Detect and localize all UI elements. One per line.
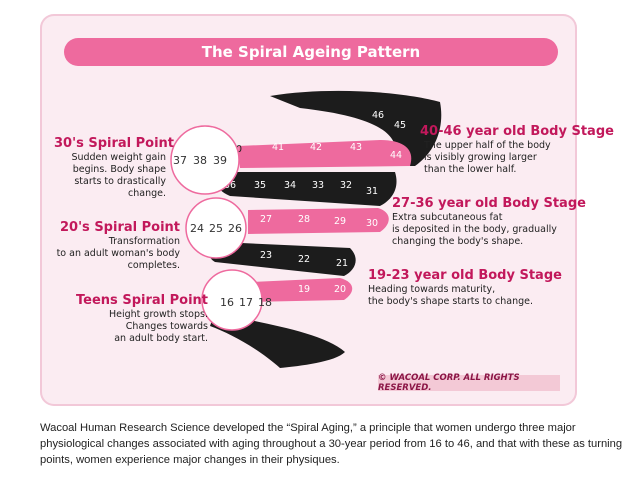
body-stage-title-30s: 27-36 year old Body Stage [392,196,586,211]
band-pink-40s [238,140,412,168]
band-number-35: 35 [254,180,266,191]
age-17: 17 [239,296,253,309]
band-number-20: 20 [334,284,346,295]
body-stage-title-40s: 40-46 year old Body Stage [420,124,614,139]
band-number-19: 19 [298,284,310,295]
spiral-point-circle-20s [185,197,247,259]
body-stage-desc-20s: Heading towards maturity, the body's sha… [368,284,534,307]
band-black-30s [217,172,397,206]
band-number-28: 28 [298,214,310,225]
age-16: 16 [220,296,234,309]
band-number-34: 34 [284,180,296,191]
band-number-21: 21 [336,258,348,269]
body-stage-desc-30s: Extra subcutaneous fat is deposited in t… [392,212,557,247]
spiral-point-desc-30s: Sudden weight gain begins. Body shape st… [71,152,166,199]
band-number-46: 46 [372,110,384,121]
band-black-20s [208,242,356,276]
spiral-point-title-20s: 20's Spiral Point [59,220,180,235]
band-number-32: 32 [340,180,352,191]
band-number-43: 43 [350,142,362,153]
band-number-45: 45 [394,120,406,131]
spiral-point-title-teens: Teens Spiral Point [76,293,208,308]
body-stage-desc-40s: The upper half of the body is visibly gr… [424,140,551,175]
band-number-44: 44 [390,150,402,161]
band-number-27: 27 [260,214,272,225]
band-number-36: 36 [224,180,236,191]
spiral-point-desc-teens: Height growth stops. Changes towards an … [109,309,208,344]
band-number-29: 29 [334,216,346,227]
band-pink-20s [248,208,389,234]
band-number-22: 22 [298,254,310,265]
age-25: 25 [209,222,223,235]
band-number-30: 30 [366,218,378,229]
age-38: 38 [193,154,207,167]
caption-text: Wacoal Human Research Science developed … [40,422,623,466]
band-number-31: 31 [366,186,378,197]
age-37: 37 [173,154,187,167]
age-24: 24 [190,222,204,235]
age-39: 39 [213,154,227,167]
band-pink-teens [250,278,353,302]
spiral-point-desc-20s: Transformation to an adult woman's body … [56,236,180,271]
band-number-33: 33 [312,180,324,191]
age-18: 18 [258,296,272,309]
band-number-23: 23 [260,250,272,261]
spiral-point-circle-30s [170,125,240,195]
spiral-point-title-30s: 30's Spiral Point [54,136,175,151]
band-number-42: 42 [310,142,322,153]
band-number-41: 41 [272,142,284,153]
diagram-title: The Spiral Ageing Pattern [64,38,558,66]
age-26: 26 [228,222,242,235]
copyright-notice: © WACOAL CORP. ALL RIGHTS RESERVED. [378,373,560,393]
body-stage-title-20s: 19-23 year old Body Stage [368,268,562,283]
spiral-point-circle-teens [201,269,263,331]
